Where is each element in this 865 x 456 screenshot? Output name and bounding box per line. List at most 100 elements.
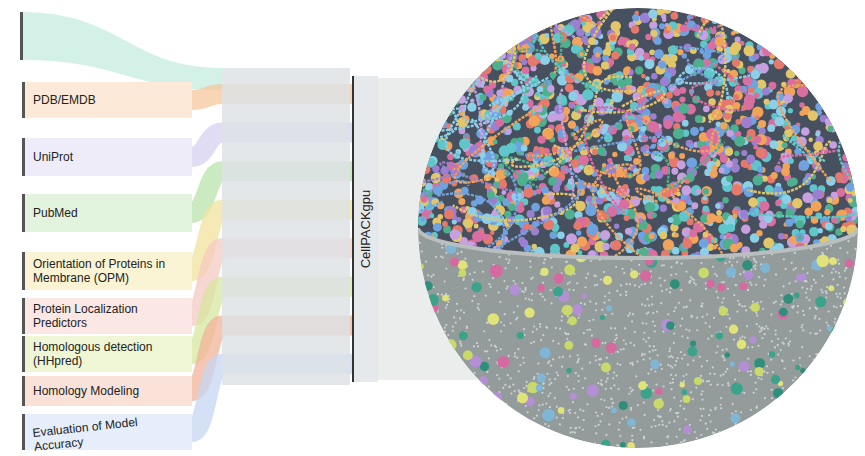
membrane-dot bbox=[630, 268, 632, 270]
membrane-dot bbox=[587, 273, 589, 275]
membrane-dot bbox=[418, 377, 420, 379]
membrane-dot bbox=[664, 280, 666, 282]
membrane-dot bbox=[778, 445, 780, 447]
membrane-dot bbox=[729, 261, 731, 263]
membrane-dot bbox=[623, 348, 625, 350]
membrane-protein bbox=[554, 273, 564, 283]
membrane-dot bbox=[480, 420, 482, 422]
membrane-dot bbox=[848, 363, 850, 365]
protein-blob bbox=[544, 20, 550, 26]
membrane-dot bbox=[588, 444, 590, 446]
membrane-dot bbox=[747, 370, 749, 372]
membrane-dot bbox=[791, 306, 793, 308]
membrane-dot bbox=[542, 383, 544, 385]
membrane-dot bbox=[449, 391, 451, 393]
membrane-dot bbox=[850, 409, 852, 411]
membrane-dot bbox=[538, 409, 540, 411]
membrane-dot bbox=[824, 364, 826, 366]
membrane-protein bbox=[627, 442, 635, 450]
membrane-dot bbox=[856, 408, 858, 410]
membrane-dot bbox=[507, 262, 509, 264]
membrane-dot bbox=[418, 417, 420, 419]
membrane-dot bbox=[715, 428, 717, 430]
membrane-protein bbox=[542, 409, 555, 422]
membrane-dot bbox=[756, 314, 758, 316]
membrane-dot bbox=[445, 348, 447, 350]
membrane-dot bbox=[470, 385, 472, 387]
membrane-dot bbox=[488, 357, 490, 359]
membrane-protein bbox=[687, 347, 697, 357]
membrane-protein bbox=[512, 426, 522, 436]
membrane-dot bbox=[427, 306, 429, 308]
membrane-protein bbox=[523, 441, 532, 450]
membrane-dot bbox=[503, 324, 505, 326]
membrane-dot bbox=[604, 314, 606, 316]
membrane-dot bbox=[675, 273, 677, 275]
membrane-dot bbox=[777, 338, 779, 340]
membrane-protein bbox=[832, 325, 844, 337]
membrane-dot bbox=[802, 329, 804, 331]
membrane-dot bbox=[786, 398, 788, 400]
membrane-dot bbox=[568, 289, 570, 291]
membrane-dot bbox=[662, 331, 664, 333]
membrane-dot bbox=[660, 364, 662, 366]
protein-blob bbox=[454, 70, 461, 77]
membrane-dot bbox=[741, 444, 743, 446]
membrane-dot bbox=[792, 379, 794, 381]
membrane-dot bbox=[720, 407, 722, 409]
protein-blob bbox=[849, 30, 860, 41]
membrane-dot bbox=[787, 434, 789, 436]
membrane-dot bbox=[844, 338, 846, 340]
membrane-protein bbox=[796, 274, 804, 282]
membrane-dot bbox=[435, 345, 437, 347]
membrane-dot bbox=[657, 354, 659, 356]
membrane-dot bbox=[620, 284, 622, 286]
membrane-dot bbox=[503, 421, 505, 423]
membrane-dot bbox=[712, 266, 714, 268]
membrane-protein bbox=[471, 282, 481, 292]
protein-blob bbox=[809, 81, 818, 90]
membrane-dot bbox=[557, 343, 559, 345]
protein-blob bbox=[701, 186, 712, 197]
membrane-dot bbox=[685, 418, 687, 420]
membrane-dot bbox=[541, 440, 543, 442]
membrane-dot bbox=[461, 413, 463, 415]
membrane-dot bbox=[744, 425, 746, 427]
membrane-dot bbox=[849, 293, 851, 295]
membrane-dot bbox=[492, 277, 494, 279]
membrane-dot bbox=[642, 322, 644, 324]
protein-blob bbox=[821, 29, 830, 38]
membrane-protein bbox=[807, 405, 816, 414]
protein-blob bbox=[679, 153, 685, 159]
membrane-dot bbox=[547, 395, 549, 397]
membrane-dot bbox=[524, 427, 526, 429]
membrane-protein bbox=[611, 407, 617, 413]
membrane-dot bbox=[545, 402, 547, 404]
membrane-proteins bbox=[414, 243, 857, 456]
membrane-dot bbox=[692, 359, 694, 361]
interior-proteins bbox=[413, 3, 863, 262]
membrane-dot bbox=[661, 290, 663, 292]
membrane-dot bbox=[601, 413, 603, 415]
membrane-dot bbox=[833, 417, 835, 419]
protein-blob bbox=[705, 9, 715, 19]
membrane-dot bbox=[763, 430, 765, 432]
membrane-dot bbox=[645, 323, 647, 325]
membrane-dot bbox=[425, 420, 427, 422]
membrane-dot bbox=[831, 348, 833, 350]
membrane-protein bbox=[540, 347, 551, 358]
membrane-protein bbox=[670, 279, 680, 289]
membrane-dot bbox=[853, 313, 855, 315]
membrane-dot bbox=[693, 279, 695, 281]
membrane-dot bbox=[594, 284, 596, 286]
membrane-dot bbox=[471, 406, 473, 408]
membrane-dot bbox=[696, 317, 698, 319]
membrane-dot bbox=[674, 364, 676, 366]
membrane-dot bbox=[798, 412, 800, 414]
membrane-dot bbox=[591, 335, 593, 337]
membrane-dot bbox=[753, 258, 755, 260]
membrane-dot bbox=[826, 248, 828, 250]
membrane-dot bbox=[663, 264, 665, 266]
membrane-dot bbox=[598, 364, 600, 366]
membrane-dot bbox=[457, 426, 459, 428]
